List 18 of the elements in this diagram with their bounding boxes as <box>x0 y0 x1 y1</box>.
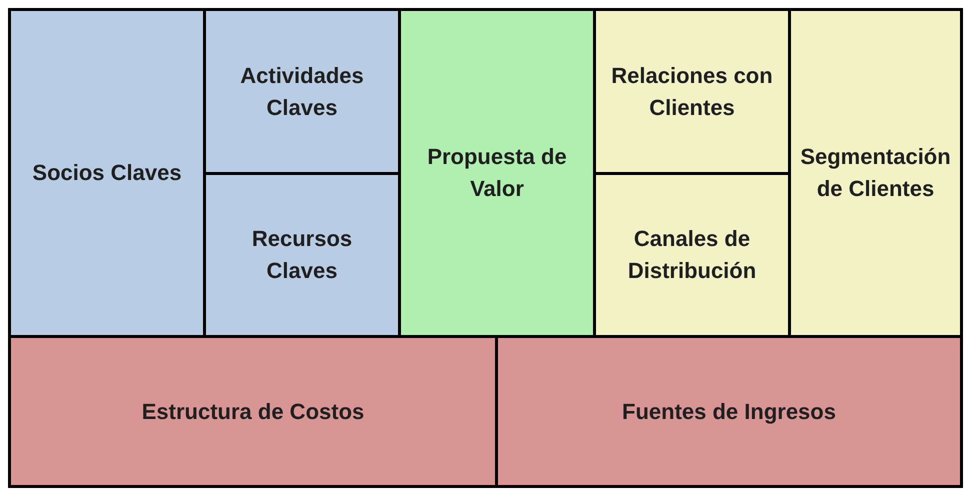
block-title: Socios Claves <box>31 159 183 188</box>
block-title: Recursos Claves <box>250 225 354 285</box>
canvas-block <box>8 8 206 338</box>
block-title: Propuesta de Valor <box>426 143 568 203</box>
canvas-block <box>398 8 596 338</box>
block-title: Fuentes de Ingresos <box>621 398 837 426</box>
block-title: Actividades Claves <box>239 62 365 122</box>
canvas-block <box>203 8 401 175</box>
canvas-block <box>8 335 498 488</box>
canvas-block <box>495 335 963 488</box>
canvas-block <box>203 172 401 338</box>
canvas-block <box>788 8 963 338</box>
block-title: Segmentación de Clientes <box>799 143 952 203</box>
canvas-block <box>593 172 791 338</box>
canvas-block <box>593 8 791 175</box>
block-title: Canales de Distribución <box>626 225 758 285</box>
block-title: Estructura de Costos <box>140 398 366 426</box>
block-title: Relaciones con Clientes <box>610 62 774 122</box>
